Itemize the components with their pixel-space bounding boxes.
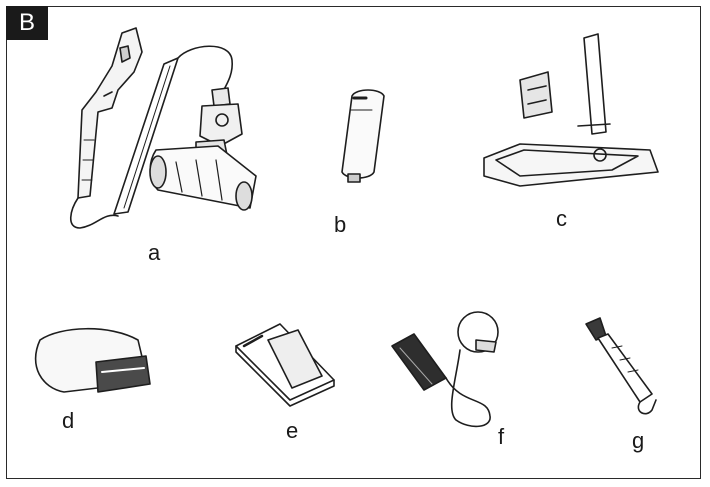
label-f: f xyxy=(498,424,505,449)
label-d: d xyxy=(62,408,75,433)
label-b: b xyxy=(334,212,347,237)
label-e: e xyxy=(286,418,299,443)
battery-pack-icon xyxy=(34,327,151,393)
label-c: c xyxy=(556,206,567,231)
label-a: a xyxy=(148,240,161,265)
user-manual-icon xyxy=(235,323,335,407)
cleaning-brush-tool-icon xyxy=(585,317,657,415)
water-tank-icon xyxy=(341,89,385,183)
label-g: g xyxy=(632,428,645,453)
charging-stand-icon xyxy=(483,33,659,187)
diagram-frame xyxy=(6,6,701,479)
panel-badge: B xyxy=(6,6,48,40)
charger-adapter-icon xyxy=(391,311,499,428)
mop-vacuum-with-handle-and-floor-head-icon xyxy=(69,27,257,229)
